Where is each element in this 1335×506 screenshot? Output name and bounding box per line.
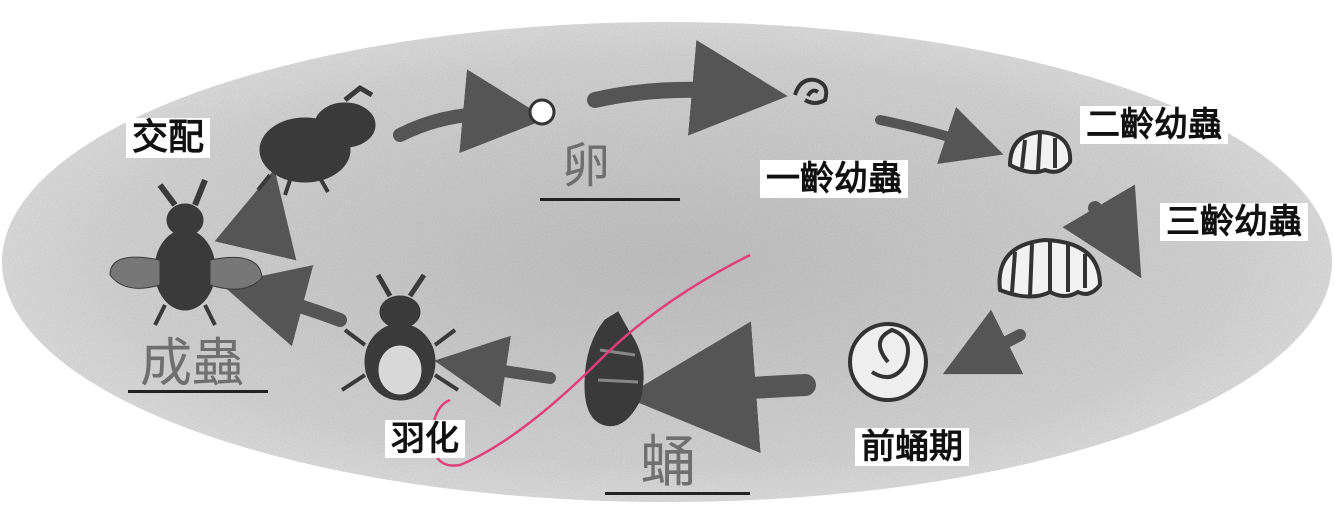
label-first-instar: 一齡幼蟲 xyxy=(760,160,908,198)
answer-egg-underline xyxy=(540,198,680,201)
label-third-instar: 三齡幼蟲 xyxy=(1160,203,1308,241)
label-mating: 交配 xyxy=(126,118,211,158)
arrow-second-to-third-instar xyxy=(1062,184,1142,279)
arrow-adult-to-mating xyxy=(214,169,297,261)
adult-beetle-figure xyxy=(109,178,263,326)
answer-adult-underline xyxy=(128,390,268,393)
arrow-mating-to-egg xyxy=(393,69,547,154)
answer-pupa-underline xyxy=(605,492,750,495)
answer-adult: 成蟲 xyxy=(140,334,245,394)
arrow-pupa-to-eclosion xyxy=(434,335,556,407)
label-prepupa: 前蛹期 xyxy=(855,428,969,466)
answer-pupa: 蛹 xyxy=(640,430,696,495)
arrow-third-to-prepupa xyxy=(942,309,1026,375)
cycle-arrows xyxy=(214,40,1142,454)
label-second-instar: 二齡幼蟲 xyxy=(1080,106,1228,144)
insect-figures xyxy=(109,77,1103,427)
first-instar-larva-figure xyxy=(793,77,829,105)
arrow-eclosion-to-adult xyxy=(221,265,347,347)
arrow-egg-to-first-instar xyxy=(587,40,788,136)
mating-beetles-figure xyxy=(256,84,376,196)
answer-egg: 卵 xyxy=(562,138,611,194)
prepupa-figure xyxy=(848,322,928,402)
eclosion-beetle-figure xyxy=(340,273,460,401)
label-eclosion: 羽化 xyxy=(385,420,465,458)
egg-figure xyxy=(528,98,556,126)
pupa-figure xyxy=(584,311,644,427)
arrow-prepupa-to-pupa xyxy=(624,321,816,454)
arrow-first-to-second-instar xyxy=(875,107,1004,164)
second-instar-larva-figure xyxy=(1007,129,1073,175)
third-instar-larva-figure xyxy=(997,237,1103,299)
